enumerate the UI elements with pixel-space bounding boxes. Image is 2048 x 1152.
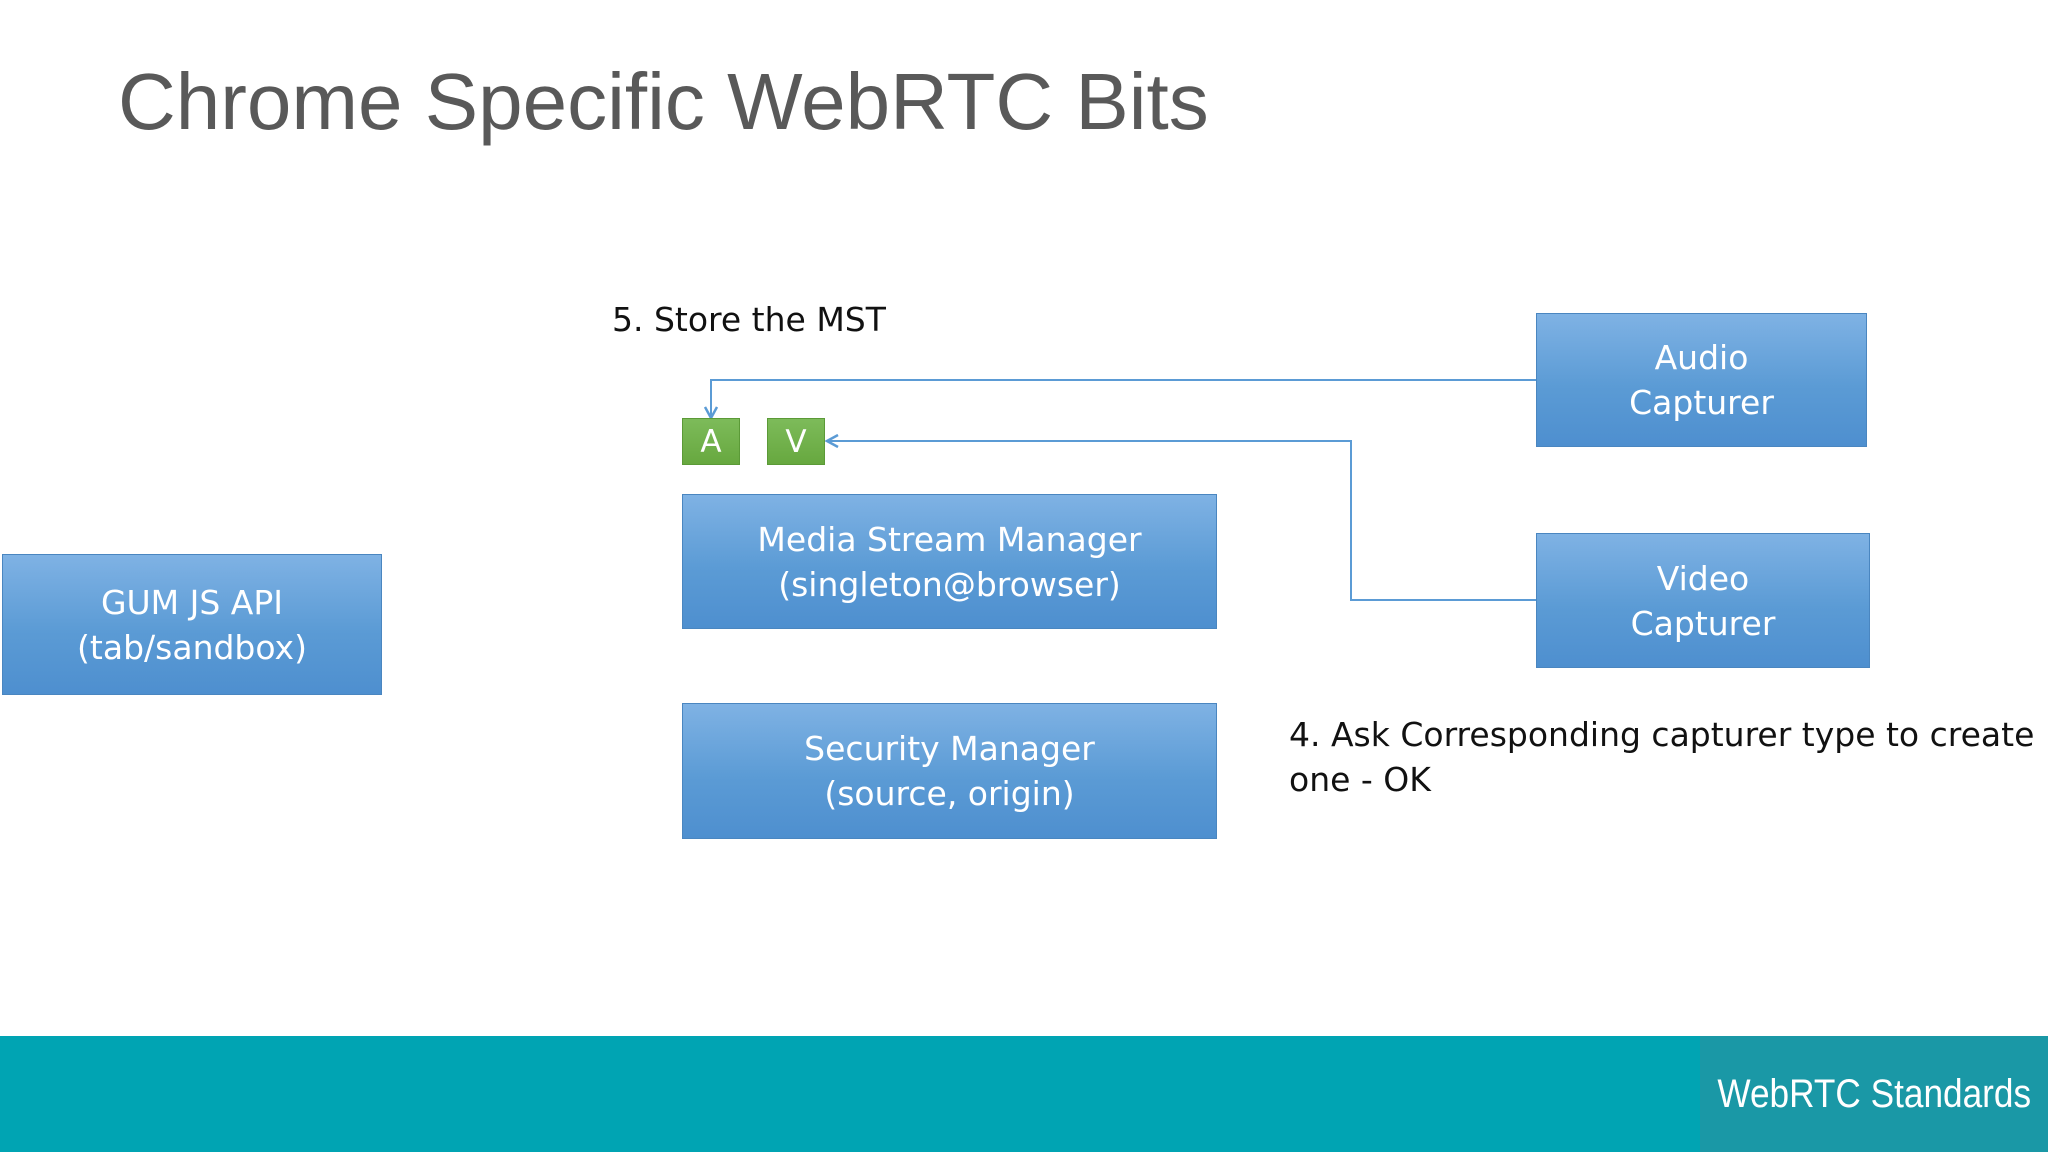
audio-to-a-connector <box>711 379 1536 418</box>
step5-note: 5. Store the MST <box>612 300 886 339</box>
slide-title: Chrome Specific WebRTC Bits <box>118 57 1209 146</box>
audio-capturer-box: Audio Capturer <box>1536 313 1867 447</box>
security-manager-sublabel: (source, origin) <box>824 774 1075 813</box>
security-manager-label: Security Manager <box>804 729 1095 768</box>
video-capturer-box: Video Capturer <box>1536 533 1870 668</box>
media-stream-manager-label: Media Stream Manager <box>757 519 1142 559</box>
video-capturer-sublabel: Capturer <box>1630 603 1776 643</box>
footer-brand: WebRTC Standards <box>1700 1036 2048 1152</box>
gum-js-api-box: GUM JS API (tab/sandbox) <box>2 554 382 695</box>
video-track-tag: V <box>767 418 825 465</box>
video-to-v-connector <box>827 441 1536 601</box>
media-stream-manager-sublabel: (singleton@browser) <box>778 564 1121 604</box>
gum-js-api-label: GUM JS API <box>100 582 284 622</box>
footer-brand-label: WebRTC Standards <box>1717 1071 2031 1116</box>
security-manager-box: Security Manager (source, origin) <box>682 703 1217 839</box>
gum-js-api-sublabel: (tab/sandbox) <box>77 627 307 667</box>
footer-bar: WebRTC Standards <box>0 1036 2048 1152</box>
video-capturer-label: Video <box>1656 558 1750 598</box>
audio-capturer-label: Audio <box>1654 338 1749 377</box>
step4-note-line2: one - OK <box>1289 760 1431 799</box>
audio-capturer-sublabel: Capturer <box>1629 383 1774 422</box>
step4-note: 4. Ask Corresponding capturer type to cr… <box>1289 712 2034 802</box>
audio-track-tag: A <box>682 418 740 465</box>
media-stream-manager-box: Media Stream Manager (singleton@browser) <box>682 494 1217 629</box>
step4-note-line1: 4. Ask Corresponding capturer type to cr… <box>1289 715 2035 754</box>
